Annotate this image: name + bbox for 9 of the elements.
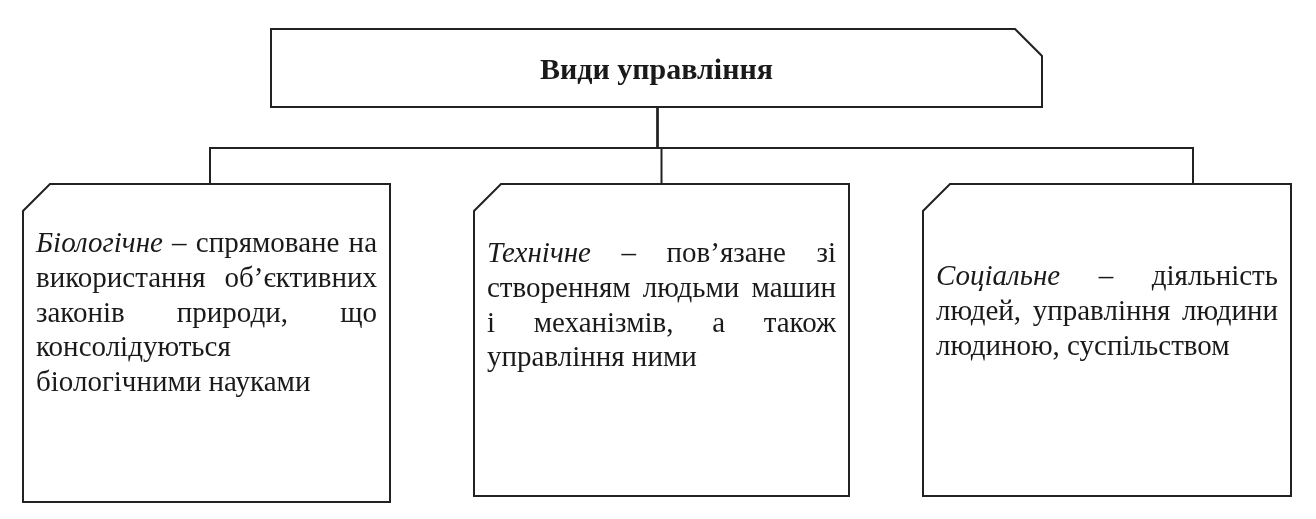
text-box (270, 28, 1043, 108)
title-text: Види управління (539, 50, 774, 87)
text-box (922, 183, 1292, 497)
text-box (22, 183, 391, 503)
connector-line (656, 107, 1194, 184)
description-text: Біологічне – спрямоване на використання об’єктивних законів природи, що консолідуються біологічними науками (36, 225, 377, 399)
text-box (473, 183, 850, 497)
description-text: Технічне – пов’язане зі створенням людьми машин і механізмів, а також управління ними (487, 235, 836, 375)
description-text: Соціальне – діяльність людей, управління людини людиною, суспільством (936, 258, 1278, 363)
